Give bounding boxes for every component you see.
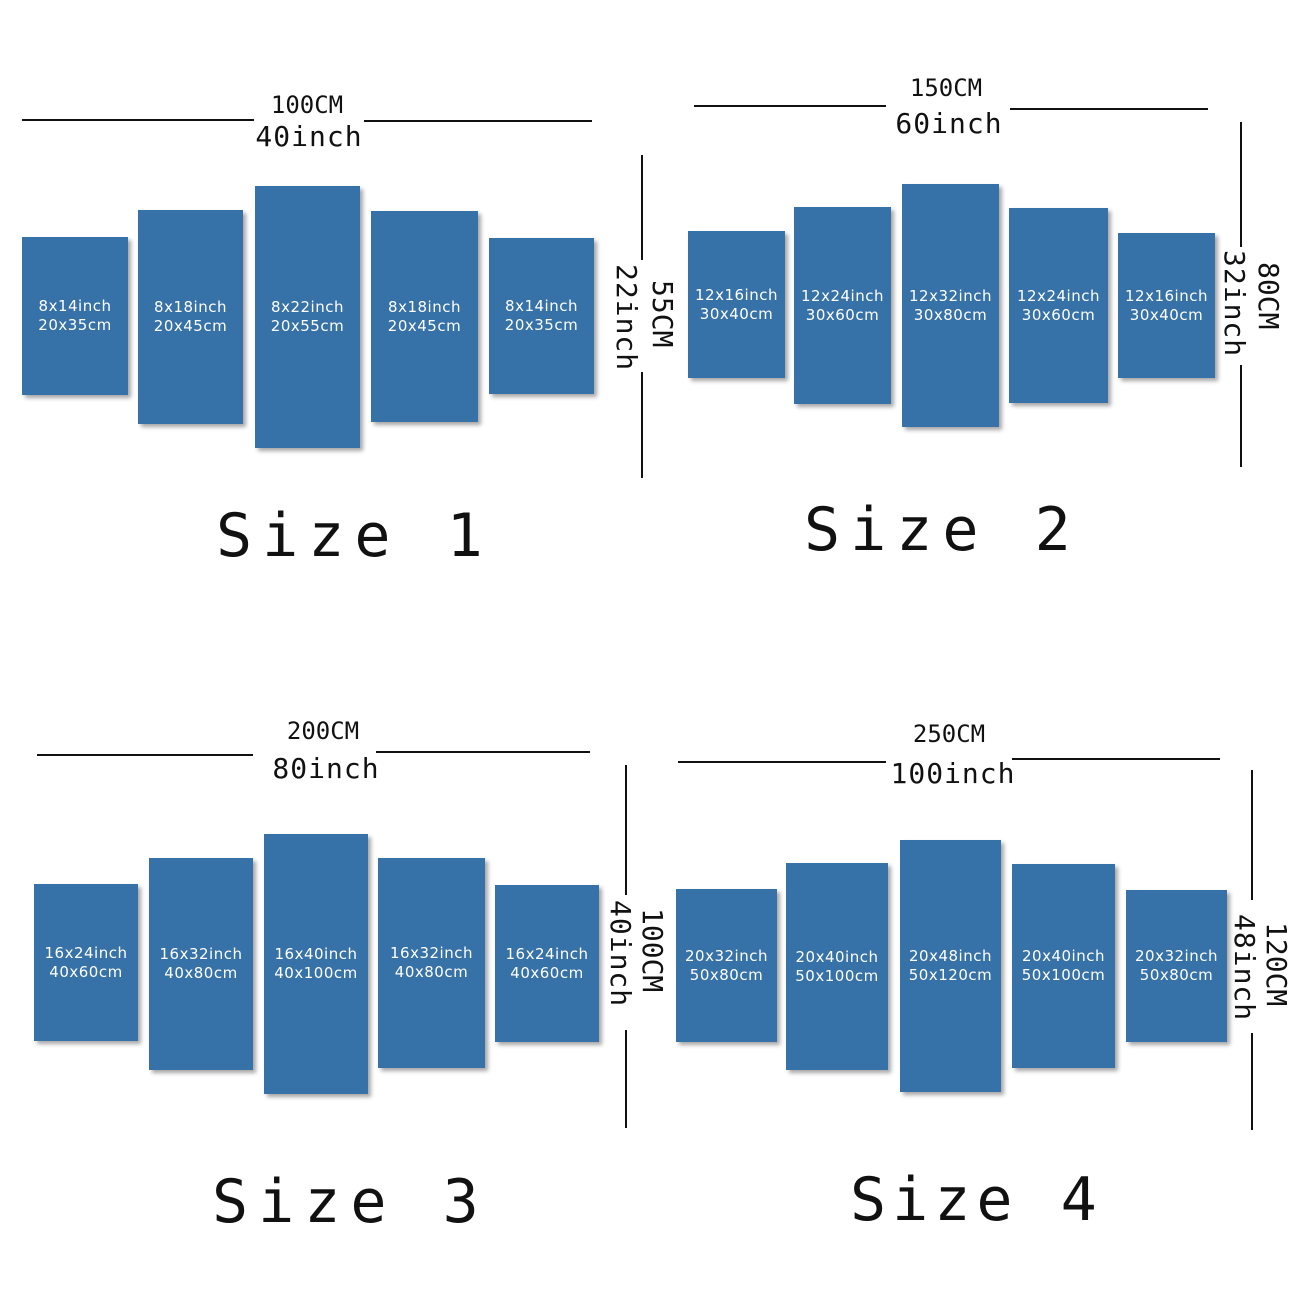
panel-inch-label: 20x40inch [1022,947,1105,965]
panel-inch-label: 12x24inch [801,286,884,305]
size-1-panel-4: 8x18inch 20x45cm [371,211,478,422]
size-1-height-line-top [641,155,643,260]
panel-inch-label: 16x32inch [159,945,243,963]
size-3-height-line-bottom [625,1030,627,1128]
panel-cm-label: 20x45cm [387,316,462,335]
size-3-panel-3: 16x40inch 40x100cm [264,834,368,1094]
size-2-width-cm: 150CM [909,74,983,102]
size-2-width-inch: 60inch [895,107,1003,140]
panel-cm-label: 20x55cm [270,317,345,335]
size-2-panel-1: 12x16inch 30x40cm [688,231,785,378]
panel-cm-label: 30x80cm [913,305,988,324]
size-4-height-line-bottom [1251,1033,1253,1130]
panel-cm-label: 40x80cm [164,964,238,982]
size-3-width-cm: 200CM [286,717,360,745]
size-1-panel-3: 8x22inch 20x55cm [255,186,360,448]
size-1-width-line-right [364,120,592,122]
size-4-panel-4: 20x40inch 50x100cm [1012,864,1115,1068]
size-1-panel-1: 8x14inch 20x35cm [22,237,128,395]
panel-cm-label: 30x40cm [1129,305,1204,324]
size-4-height-cm: 120CM [1260,922,1293,1007]
size-4-panel-5: 20x32inch 50x80cm [1126,890,1227,1042]
panel-inch-label: 16x40inch [274,945,358,963]
size-1-panel-2: 8x18inch 20x45cm [138,210,243,424]
panel-cm-label: 20x35cm [38,316,112,334]
panel-cm-label: 30x40cm [699,304,774,323]
panel-inch-label: 8x14inch [38,297,112,315]
size-4-height-inch: 48inch [1228,914,1261,1022]
panel-inch-label: 8x14inch [505,297,578,315]
size-2-height-line-top [1240,122,1242,247]
panel-inch-label: 16x24inch [44,943,128,962]
size-4-width-inch: 100inch [890,757,1016,790]
panel-cm-label: 50x80cm [1139,966,1214,984]
size-2-panel-4: 12x24inch 30x60cm [1009,208,1108,403]
panel-cm-label: 50x100cm [795,966,879,985]
size-3-width-line-left [37,754,253,756]
size-2-panel-3: 12x32inch 30x80cm [902,184,999,427]
size-3-width-line-right [376,751,590,753]
size-3-panel-5: 16x24inch 40x60cm [495,885,599,1042]
panel-cm-label: 20x35cm [504,316,579,334]
size-3-height-line-top [625,765,627,895]
size-2-panel-5: 12x16inch 30x40cm [1118,233,1215,378]
panel-inch-label: 20x48inch [909,947,992,965]
panel-inch-label: 12x24inch [1017,286,1100,305]
panel-cm-label: 30x60cm [1021,305,1096,324]
panel-cm-label: 40x80cm [394,963,469,981]
size-1-width-inch: 40inch [255,120,363,153]
size-1-height-line-bottom [641,372,643,478]
size-2-width-line-left [694,105,886,107]
size-3-width-inch: 80inch [272,752,380,785]
panel-cm-label: 40x100cm [274,964,358,982]
panel-inch-label: 8x18inch [388,297,461,316]
panel-cm-label: 40x60cm [49,962,123,981]
size-4-panel-3: 20x48inch 50x120cm [900,840,1001,1092]
panel-inch-label: 12x16inch [695,285,778,304]
size-4-height-line-top [1251,770,1253,900]
size-3-label: Size 3 [212,1167,489,1237]
size-4-panel-2: 20x40inch 50x100cm [786,863,888,1070]
size-2-height-line-bottom [1240,365,1242,467]
size-2-width-line-right [1010,108,1208,110]
size-1-label: Size 1 [216,501,493,571]
panel-cm-label: 20x45cm [153,317,228,335]
size-3-panel-4: 16x32inch 40x80cm [378,858,485,1068]
panel-inch-label: 8x18inch [154,298,227,316]
size-4-width-line-left [678,761,886,763]
size-3-panel-1: 16x24inch 40x60cm [34,884,138,1041]
size-1-panel-5: 8x14inch 20x35cm [489,238,594,394]
panel-inch-label: 16x32inch [390,944,473,962]
size-4-width-cm: 250CM [912,720,986,748]
panel-inch-label: 12x32inch [909,286,992,305]
size-1-width-line-left [22,119,254,121]
panel-cm-label: 50x120cm [908,966,993,984]
panel-cm-label: 50x80cm [689,965,764,984]
size-2-panel-2: 12x24inch 30x60cm [794,207,891,404]
size-3-panel-2: 16x32inch 40x80cm [149,858,253,1070]
size-1-width-cm: 100CM [270,91,344,119]
panel-inch-label: 16x24inch [505,944,589,963]
panel-inch-label: 20x40inch [795,947,879,966]
panel-inch-label: 20x32inch [685,946,768,965]
size-4-width-line-right [1012,758,1220,760]
panel-cm-label: 30x60cm [805,305,880,324]
panel-inch-label: 8x22inch [271,298,344,316]
size-2-label: Size 2 [804,495,1081,565]
size-4-label: Size 4 [850,1165,1103,1235]
panel-inch-label: 12x16inch [1125,286,1208,305]
panel-cm-label: 50x100cm [1021,966,1106,984]
panel-inch-label: 20x32inch [1135,947,1218,965]
panel-cm-label: 40x60cm [510,963,584,982]
size-4-panel-1: 20x32inch 50x80cm [676,889,777,1042]
